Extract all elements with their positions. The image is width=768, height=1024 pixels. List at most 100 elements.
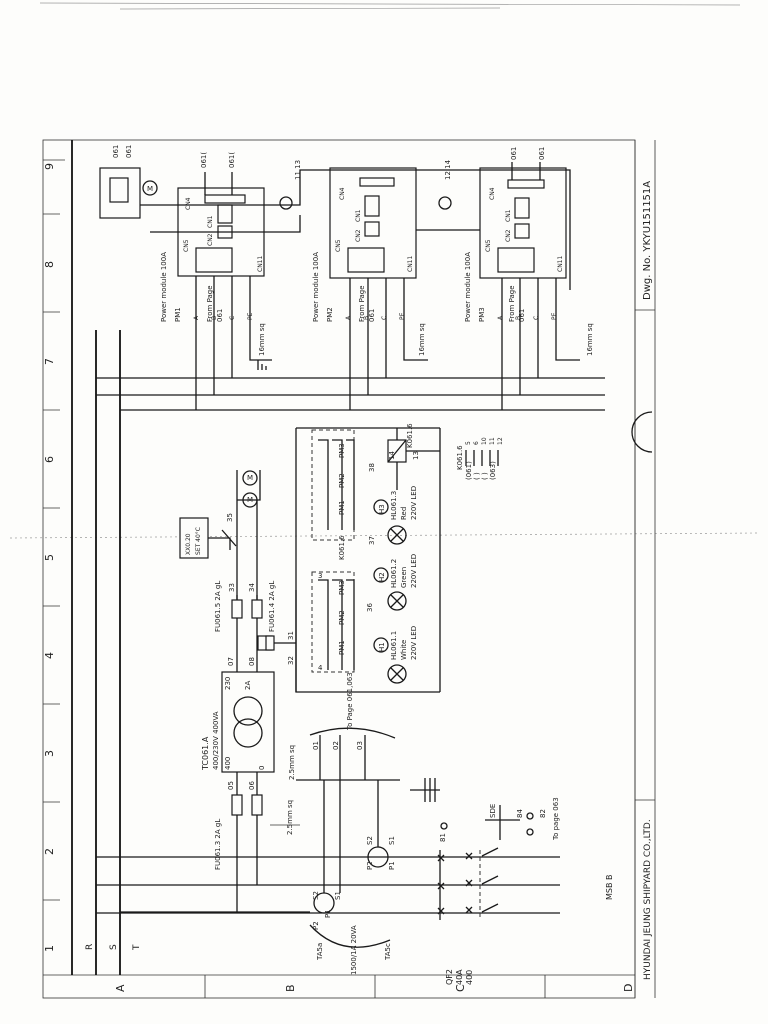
aux-terminal: 82 — [539, 809, 547, 818]
ct-terminal: P1 — [324, 909, 332, 918]
breaker-rating: 40A — [455, 969, 464, 985]
aux-terminal: 84 — [516, 809, 524, 818]
cable-size: 16mm sq — [418, 323, 426, 356]
ct-terminal: S1 — [334, 891, 342, 900]
cooling-fan-unit: M 061 061 — [99, 145, 571, 290]
row-label: B — [284, 984, 297, 992]
thermostat-setting: SET 40°C — [195, 527, 202, 555]
wire-number: 08 — [248, 657, 256, 666]
power-module-pm2: CN4 CN1 CN2 CN5 CN11 Power module 100A P… — [312, 159, 452, 410]
transformer-rating: 400/230V 400VA — [212, 711, 220, 770]
module-connector: CN5 — [485, 239, 492, 252]
wire-number: 05 — [227, 781, 235, 790]
drawing-frame — [42, 139, 656, 999]
module-from: From Page — [206, 285, 214, 322]
column-number: 2 — [43, 848, 56, 855]
wire-number: 31 — [287, 631, 295, 640]
title-block-company: HYUNDAI JEUNG SHIPYARD CO.,LTD. — [643, 819, 653, 980]
module-connector: CN1 — [505, 209, 512, 222]
module-terminal: C — [381, 316, 388, 320]
module-connector: CN2 — [207, 233, 214, 246]
module-tag: PM1 — [174, 307, 182, 322]
module-from: From Page — [508, 285, 516, 322]
transformer-terminal: 230 — [224, 677, 232, 690]
column-numbers: 1 2 3 4 5 6 7 8 9 — [43, 163, 56, 952]
column-number: 8 — [43, 261, 56, 268]
wire-number: 01 — [312, 741, 320, 750]
lamp-color: White — [400, 640, 408, 660]
module-from: From Page — [358, 285, 366, 322]
wire-number: 32 — [287, 656, 295, 665]
relay-pin: 5 — [465, 441, 472, 445]
lamp-tag: HL061.2 — [390, 559, 398, 588]
current-transformer-left: P2 P1 S2 S1 TA5a — [312, 891, 342, 961]
module-connector: CN11 — [257, 256, 264, 272]
transformer-terminal: 400 — [224, 757, 232, 770]
module-terminal: PE — [399, 312, 406, 320]
lamp-spec: 220V LED — [410, 486, 418, 520]
module-from-ref: 061 — [216, 309, 224, 322]
lamp-tag: HL061.1 — [390, 631, 398, 660]
module-terminal: A — [497, 315, 504, 320]
input-fuses: FU061.3 2A gL 05 06 2.5mm sq — [214, 770, 300, 912]
lamp-code: H3 — [378, 504, 386, 514]
module-connector: CN4 — [185, 197, 192, 210]
wire-number: 07 — [227, 657, 235, 666]
row-label: D — [622, 984, 635, 992]
module-xref: 061( — [228, 152, 236, 168]
module-connector: CN5 — [183, 239, 190, 252]
contact-terminal: 3 — [318, 572, 322, 580]
thermostat-switch: XX0.20 SET 40°C 35 M M — [179, 470, 261, 559]
wire-number: 38 — [368, 463, 376, 472]
fan-xref: 061 — [112, 145, 120, 158]
wire-number: 37 — [368, 536, 376, 545]
wire-number: 11 13 — [294, 160, 302, 180]
power-module-pm3: CN4 CN1 CN2 CN5 CN11 Power module 100A P… — [464, 147, 594, 410]
module-title: Power module 100A — [464, 252, 472, 322]
module-terminal: A — [345, 315, 352, 320]
indicator-ladder — [295, 427, 441, 692]
contact-terminal: 4 — [318, 664, 323, 672]
module-tag: PM2 — [326, 307, 334, 322]
fan-motor-icon: M — [247, 496, 253, 504]
contact-label: PM3 — [338, 580, 346, 595]
transformer-terminal: 0 — [258, 766, 266, 770]
relay-xref: (061) — [465, 461, 473, 480]
column-number: 3 — [43, 750, 56, 757]
fan-xref: 061 — [125, 145, 133, 158]
lamp-color: Green — [400, 567, 408, 588]
relay-pin: 10 — [481, 437, 488, 445]
module-connector: CN2 — [355, 229, 362, 242]
module-connector: CN11 — [557, 256, 564, 272]
module-xref: 061( — [200, 152, 208, 168]
wire-number: 33 — [228, 583, 236, 592]
relay-xref: (063) — [489, 461, 497, 480]
relay-k0616: 14 13 K061.6 K061.6 (061) ( ) ( ) (063) … — [387, 423, 504, 490]
ct-brace — [309, 924, 391, 948]
module-from-ref: 061 — [368, 309, 376, 322]
wire-number: 35 — [226, 513, 234, 522]
contact-label: PM1 — [338, 640, 346, 655]
column-number: 4 — [43, 652, 56, 659]
breaker-tag: QF2 — [445, 969, 454, 985]
ct-terminal: P1 — [388, 861, 396, 870]
ct-secondary-wires — [323, 780, 379, 893]
msb-label: MSB B — [605, 875, 614, 901]
ct-terminal: P2 — [366, 861, 374, 870]
row-label: C — [454, 984, 467, 992]
lamp-h2: H2 HL061.2 Green 220V LED — [373, 554, 418, 611]
module-connector: CN4 — [489, 187, 496, 200]
aux-terminal: 81 — [439, 833, 447, 842]
wire-number: 34 — [248, 583, 256, 592]
contact-label: PM2 — [338, 473, 346, 488]
module-connector: CN1 — [355, 209, 362, 222]
module-terminal: B — [363, 316, 370, 320]
contacts-group-1: PM1 PM2 PM3 3 4 — [311, 571, 355, 673]
bus-label: R — [85, 944, 95, 950]
contact-label: K061.6 — [338, 535, 346, 560]
ct-terminal: S2 — [312, 891, 320, 900]
contact-label: PM3 — [338, 443, 346, 458]
module-connector: CN4 — [339, 187, 346, 200]
to-page-reference: To Page 061,063 — [346, 672, 354, 731]
